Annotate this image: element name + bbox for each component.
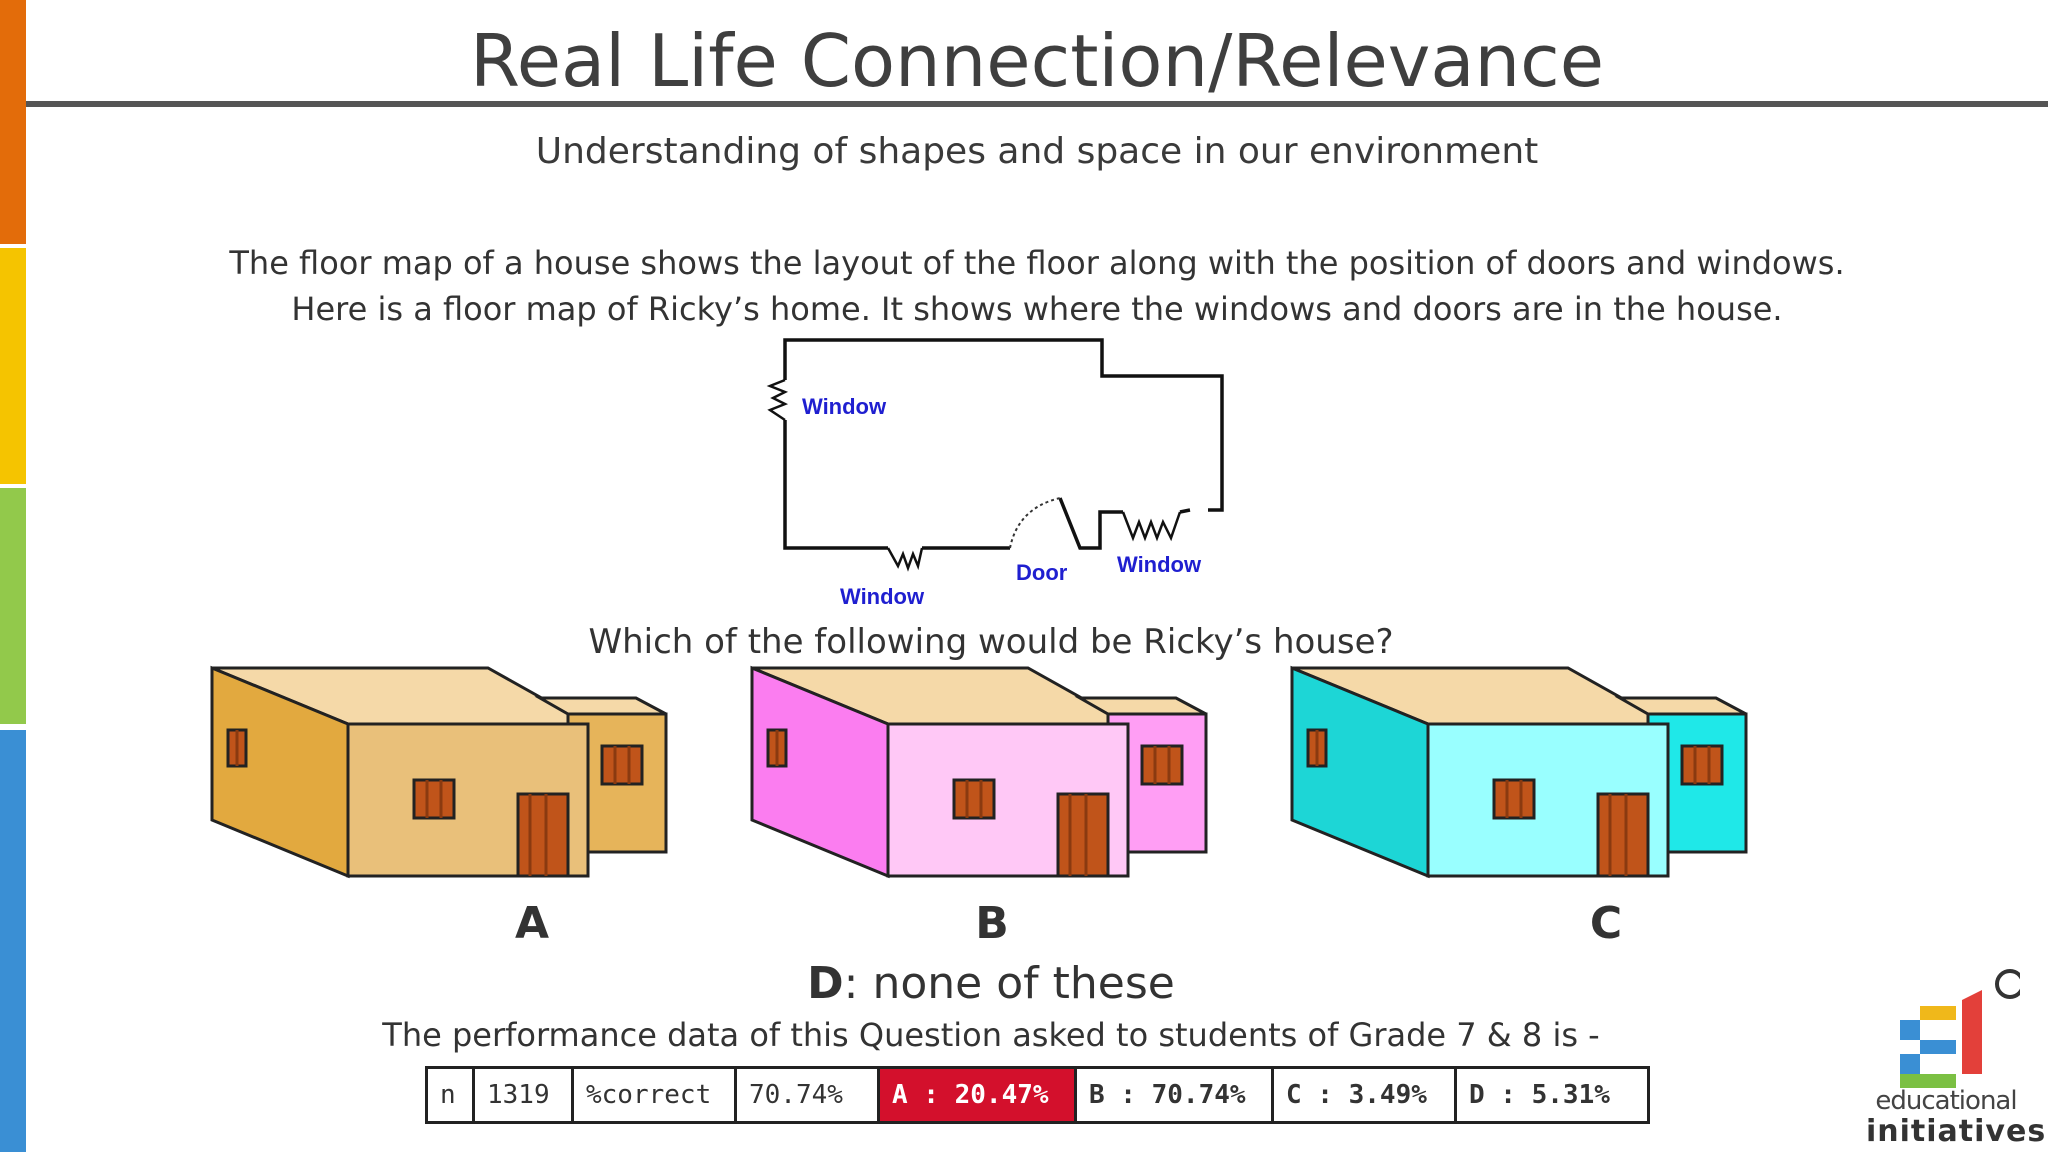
house-door xyxy=(1056,792,1110,878)
floor-map-right-wall xyxy=(1179,508,1191,514)
table-cell-option-b: B : 70.74% xyxy=(1074,1066,1274,1124)
floor-map: Window Window Door Window xyxy=(766,338,1224,609)
floor-map-outline-top xyxy=(783,338,1224,512)
house-door xyxy=(1596,792,1650,878)
option-d[interactable]: D: none of these xyxy=(26,958,1956,1009)
floor-map-label-window-right: Window xyxy=(1117,552,1202,577)
house-annex-window xyxy=(1680,744,1724,786)
option-label-a: A xyxy=(514,898,550,949)
house-front-window xyxy=(952,778,996,820)
table-cell-correct-value: 70.74% xyxy=(734,1066,880,1124)
option-label-c: C xyxy=(1589,898,1623,949)
table-row: n 1319 %correct 70.74% A : 20.47% B : 70… xyxy=(425,1066,1650,1124)
logo-text-educational: educational xyxy=(1875,1086,2017,1116)
paragraph-line-1: The floor map of a house shows the layou… xyxy=(229,244,1845,282)
logo-e-mark xyxy=(1920,1006,1956,1020)
option-d-letter: D xyxy=(807,958,844,1009)
house-front-window xyxy=(1492,778,1536,820)
side-bar-blue xyxy=(0,730,26,1152)
performance-table: n 1319 %correct 70.74% A : 20.47% B : 70… xyxy=(425,1066,1650,1124)
option-d-text: : none of these xyxy=(843,958,1175,1009)
floor-map-label-window-left: Window xyxy=(802,394,887,419)
house-a[interactable] xyxy=(208,662,670,884)
table-cell-correct-label: %correct xyxy=(571,1066,737,1124)
side-bar-orange xyxy=(0,0,26,244)
logo-ring xyxy=(1995,969,2020,999)
house-annex-window xyxy=(1140,744,1184,786)
table-cell-option-c: C : 3.49% xyxy=(1271,1066,1457,1124)
logo-text-initiatives: initiatives xyxy=(1866,1114,2047,1149)
house-b[interactable] xyxy=(748,662,1210,884)
option-label-b: B xyxy=(975,898,1009,949)
floor-map-door-arc xyxy=(1009,497,1061,549)
floor-map-outline-left xyxy=(783,420,888,550)
house-annex-window xyxy=(600,744,644,786)
side-bar-yellow xyxy=(0,248,26,484)
table-cell-n-label: n xyxy=(425,1066,475,1124)
title-divider xyxy=(26,101,2048,107)
house-door xyxy=(516,792,570,878)
paragraph-line-2: Here is a floor map of Ricky’s home. It … xyxy=(291,290,1783,328)
logo-1-mark xyxy=(1962,990,1982,1074)
floor-map-window-bottom xyxy=(886,547,924,572)
table-cell-n-value: 1319 xyxy=(472,1066,574,1124)
floor-map-window-left xyxy=(766,378,789,422)
question-text: Which of the following would be Ricky’s … xyxy=(588,622,1394,662)
educational-initiatives-logo xyxy=(1900,969,2020,1088)
side-bar-green xyxy=(0,488,26,724)
floor-map-window-right xyxy=(1121,511,1182,542)
house-front-window xyxy=(412,778,456,820)
table-cell-option-a: A : 20.47% xyxy=(877,1066,1077,1124)
slide-subtitle: Understanding of shapes and space in our… xyxy=(535,131,1539,172)
performance-intro: The performance data of this Question as… xyxy=(382,1016,1600,1054)
house-c[interactable] xyxy=(1288,662,1750,884)
floor-map-label-window-bottom: Window xyxy=(840,584,925,609)
floor-map-door-wall xyxy=(1058,497,1123,550)
slide-title: Real Life Connection/Relevance xyxy=(469,19,1605,103)
table-cell-option-d: D : 5.31% xyxy=(1454,1066,1650,1124)
floor-map-label-door: Door xyxy=(1016,560,1068,585)
